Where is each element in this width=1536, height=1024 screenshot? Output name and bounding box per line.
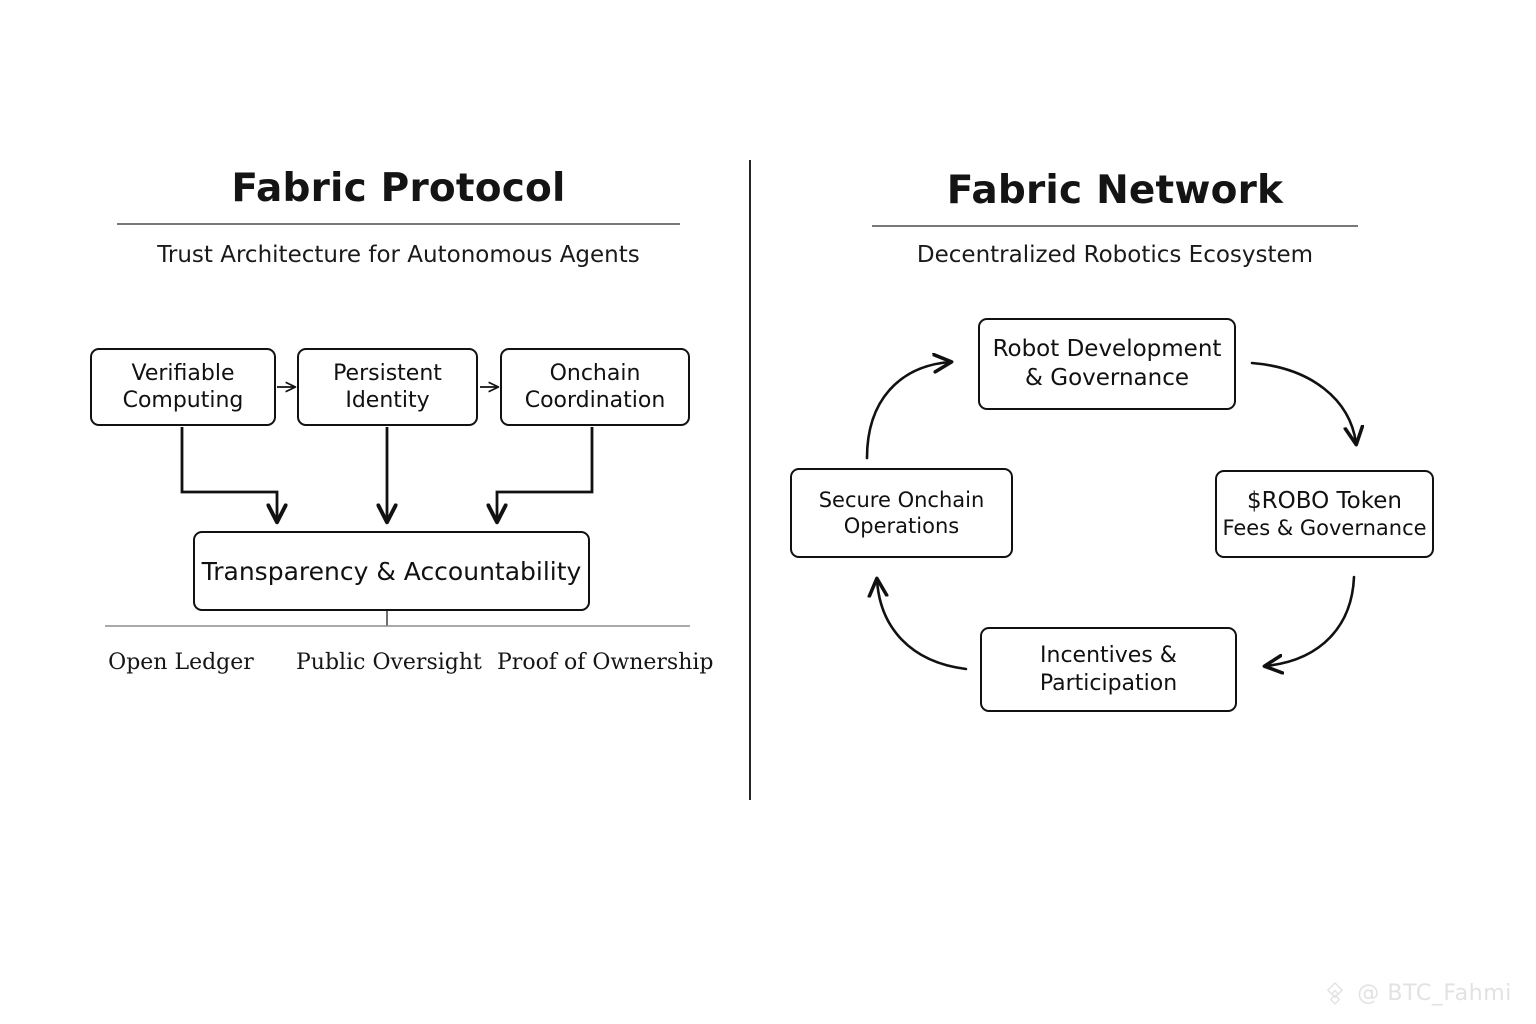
- node-secure-onchain-operations[interactable]: Secure Onchain Operations: [790, 468, 1013, 558]
- node-line-2: & Governance: [1025, 365, 1189, 391]
- node-line-1: Robot Development: [992, 336, 1222, 363]
- cycle-arrow-secure-to-robot: [865, 362, 950, 460]
- right-panel-subtitle: Decentralized Robotics Ecosystem: [916, 242, 1314, 268]
- footer-label-public-oversight: Public Oversight: [296, 650, 482, 675]
- footer-label-proof-of-ownership: Proof of Ownership: [497, 650, 714, 675]
- left-panel-subtitle: Trust Architecture for Autonomous Agents: [157, 242, 640, 268]
- cycle-arrow-robot-to-token: [1250, 361, 1356, 443]
- node-line-2: Computing: [122, 388, 244, 413]
- footer-label-open-ledger: Open Ledger: [108, 650, 254, 675]
- node-line-2: Coordination: [524, 388, 666, 413]
- node-line-1: Verifiable: [131, 360, 235, 386]
- node-line-1: Incentives &: [1040, 643, 1177, 669]
- node-line-2: Fees & Governance: [1222, 516, 1427, 541]
- cycle-arrow-incentives-to-secure: [877, 580, 968, 671]
- binance-diamond-icon: [1327, 982, 1344, 1005]
- node-robot-development[interactable]: Robot Development & Governance: [978, 318, 1236, 410]
- left-panel-title: Fabric Protocol: [231, 166, 566, 211]
- watermark: @ BTC_Fahmi: [1322, 980, 1512, 1006]
- node-line-2: Operations: [843, 514, 960, 538]
- right-panel-title: Fabric Network: [946, 168, 1284, 213]
- watermark-text: @ BTC_Fahmi: [1357, 980, 1512, 1006]
- node-verifiable-computing[interactable]: Verifiable Computing: [90, 348, 276, 426]
- node-line-1: Onchain: [549, 360, 641, 386]
- node-line-1: Transparency & Accountability: [201, 556, 582, 586]
- converge-connector-left: [180, 427, 277, 521]
- node-line-1: Persistent: [333, 360, 442, 386]
- node-transparency-accountability[interactable]: Transparency & Accountability: [193, 531, 590, 611]
- node-line-2: Participation: [1039, 670, 1178, 696]
- node-persistent-identity[interactable]: Persistent Identity: [297, 348, 478, 426]
- node-robo-token[interactable]: $ROBO Token Fees & Governance: [1215, 470, 1434, 558]
- cycle-arrow-token-to-incentives: [1266, 575, 1356, 666]
- node-line-1: $ROBO Token: [1247, 487, 1402, 514]
- node-line-2: Identity: [345, 388, 430, 413]
- converge-connector-right: [497, 427, 594, 521]
- node-line-1: Secure Onchain: [818, 487, 985, 512]
- node-incentives-participation[interactable]: Incentives & Participation: [980, 627, 1237, 712]
- node-onchain-coordination[interactable]: Onchain Coordination: [500, 348, 690, 426]
